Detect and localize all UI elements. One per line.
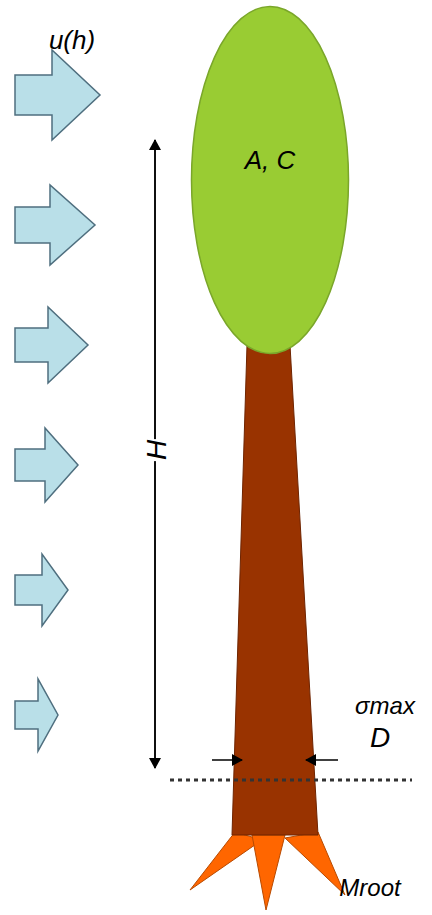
crown-ellipse xyxy=(190,5,350,355)
diameter-arrow xyxy=(212,759,242,761)
tree-crown: A, C xyxy=(190,5,350,355)
height-label: H xyxy=(141,439,173,461)
diameter-arrow xyxy=(306,759,338,761)
diameter-label: D xyxy=(370,724,390,752)
roots xyxy=(190,832,345,910)
ground-line xyxy=(170,779,412,782)
root-moment-label: Mroot xyxy=(339,876,400,900)
crown-label: A, C xyxy=(245,145,296,176)
stress-label: σmax xyxy=(355,694,415,718)
wind-speed-label: u(h) xyxy=(49,27,95,53)
trunk xyxy=(232,345,318,835)
wind-arrows xyxy=(15,50,100,751)
